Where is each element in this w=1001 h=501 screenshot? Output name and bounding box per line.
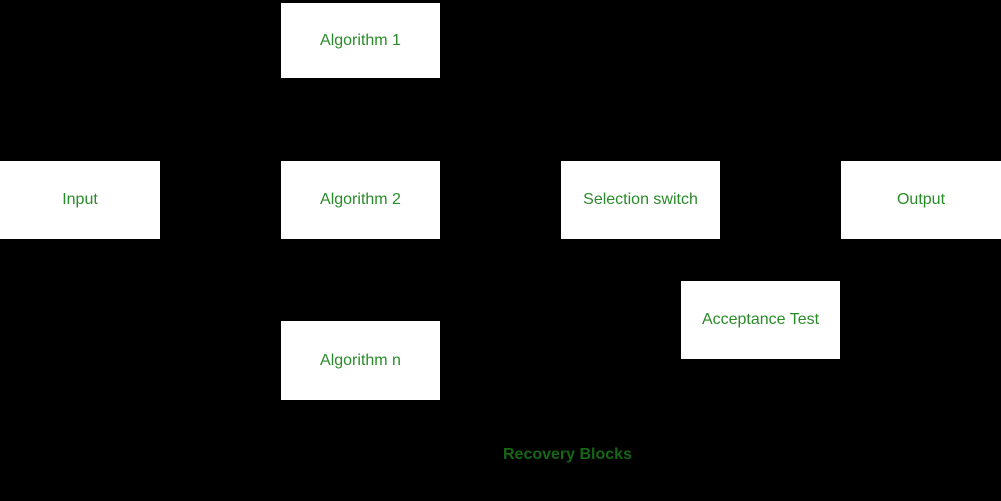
node-label-output: Output <box>896 191 946 208</box>
diagram-caption: Recovery Blocks <box>503 446 632 463</box>
node-label-input: Input <box>62 191 98 208</box>
diagram-node-algorithm-n: Algorithm n <box>281 321 440 400</box>
node-label-algorithm-2: Algorithm 2 <box>320 191 401 208</box>
node-label-algorithm-n: Algorithm n <box>320 351 401 369</box>
node-label-selection-switch: Selection switch <box>583 191 698 208</box>
diagram-node-acceptance-test: Acceptance Test <box>681 281 840 359</box>
node-label-algorithm-1: Algorithm 1 <box>320 31 401 49</box>
diagram-node-algorithm-2: Algorithm 2 <box>281 161 440 239</box>
diagram-node-input: Input <box>0 161 160 239</box>
diagram-node-selection-switch: Selection switch <box>561 161 720 239</box>
diagram-node-output: Output <box>841 161 1001 239</box>
diagram-node-algorithm-1: Algorithm 1 <box>281 3 440 78</box>
node-label-acceptance-test: Acceptance Test <box>701 311 820 328</box>
